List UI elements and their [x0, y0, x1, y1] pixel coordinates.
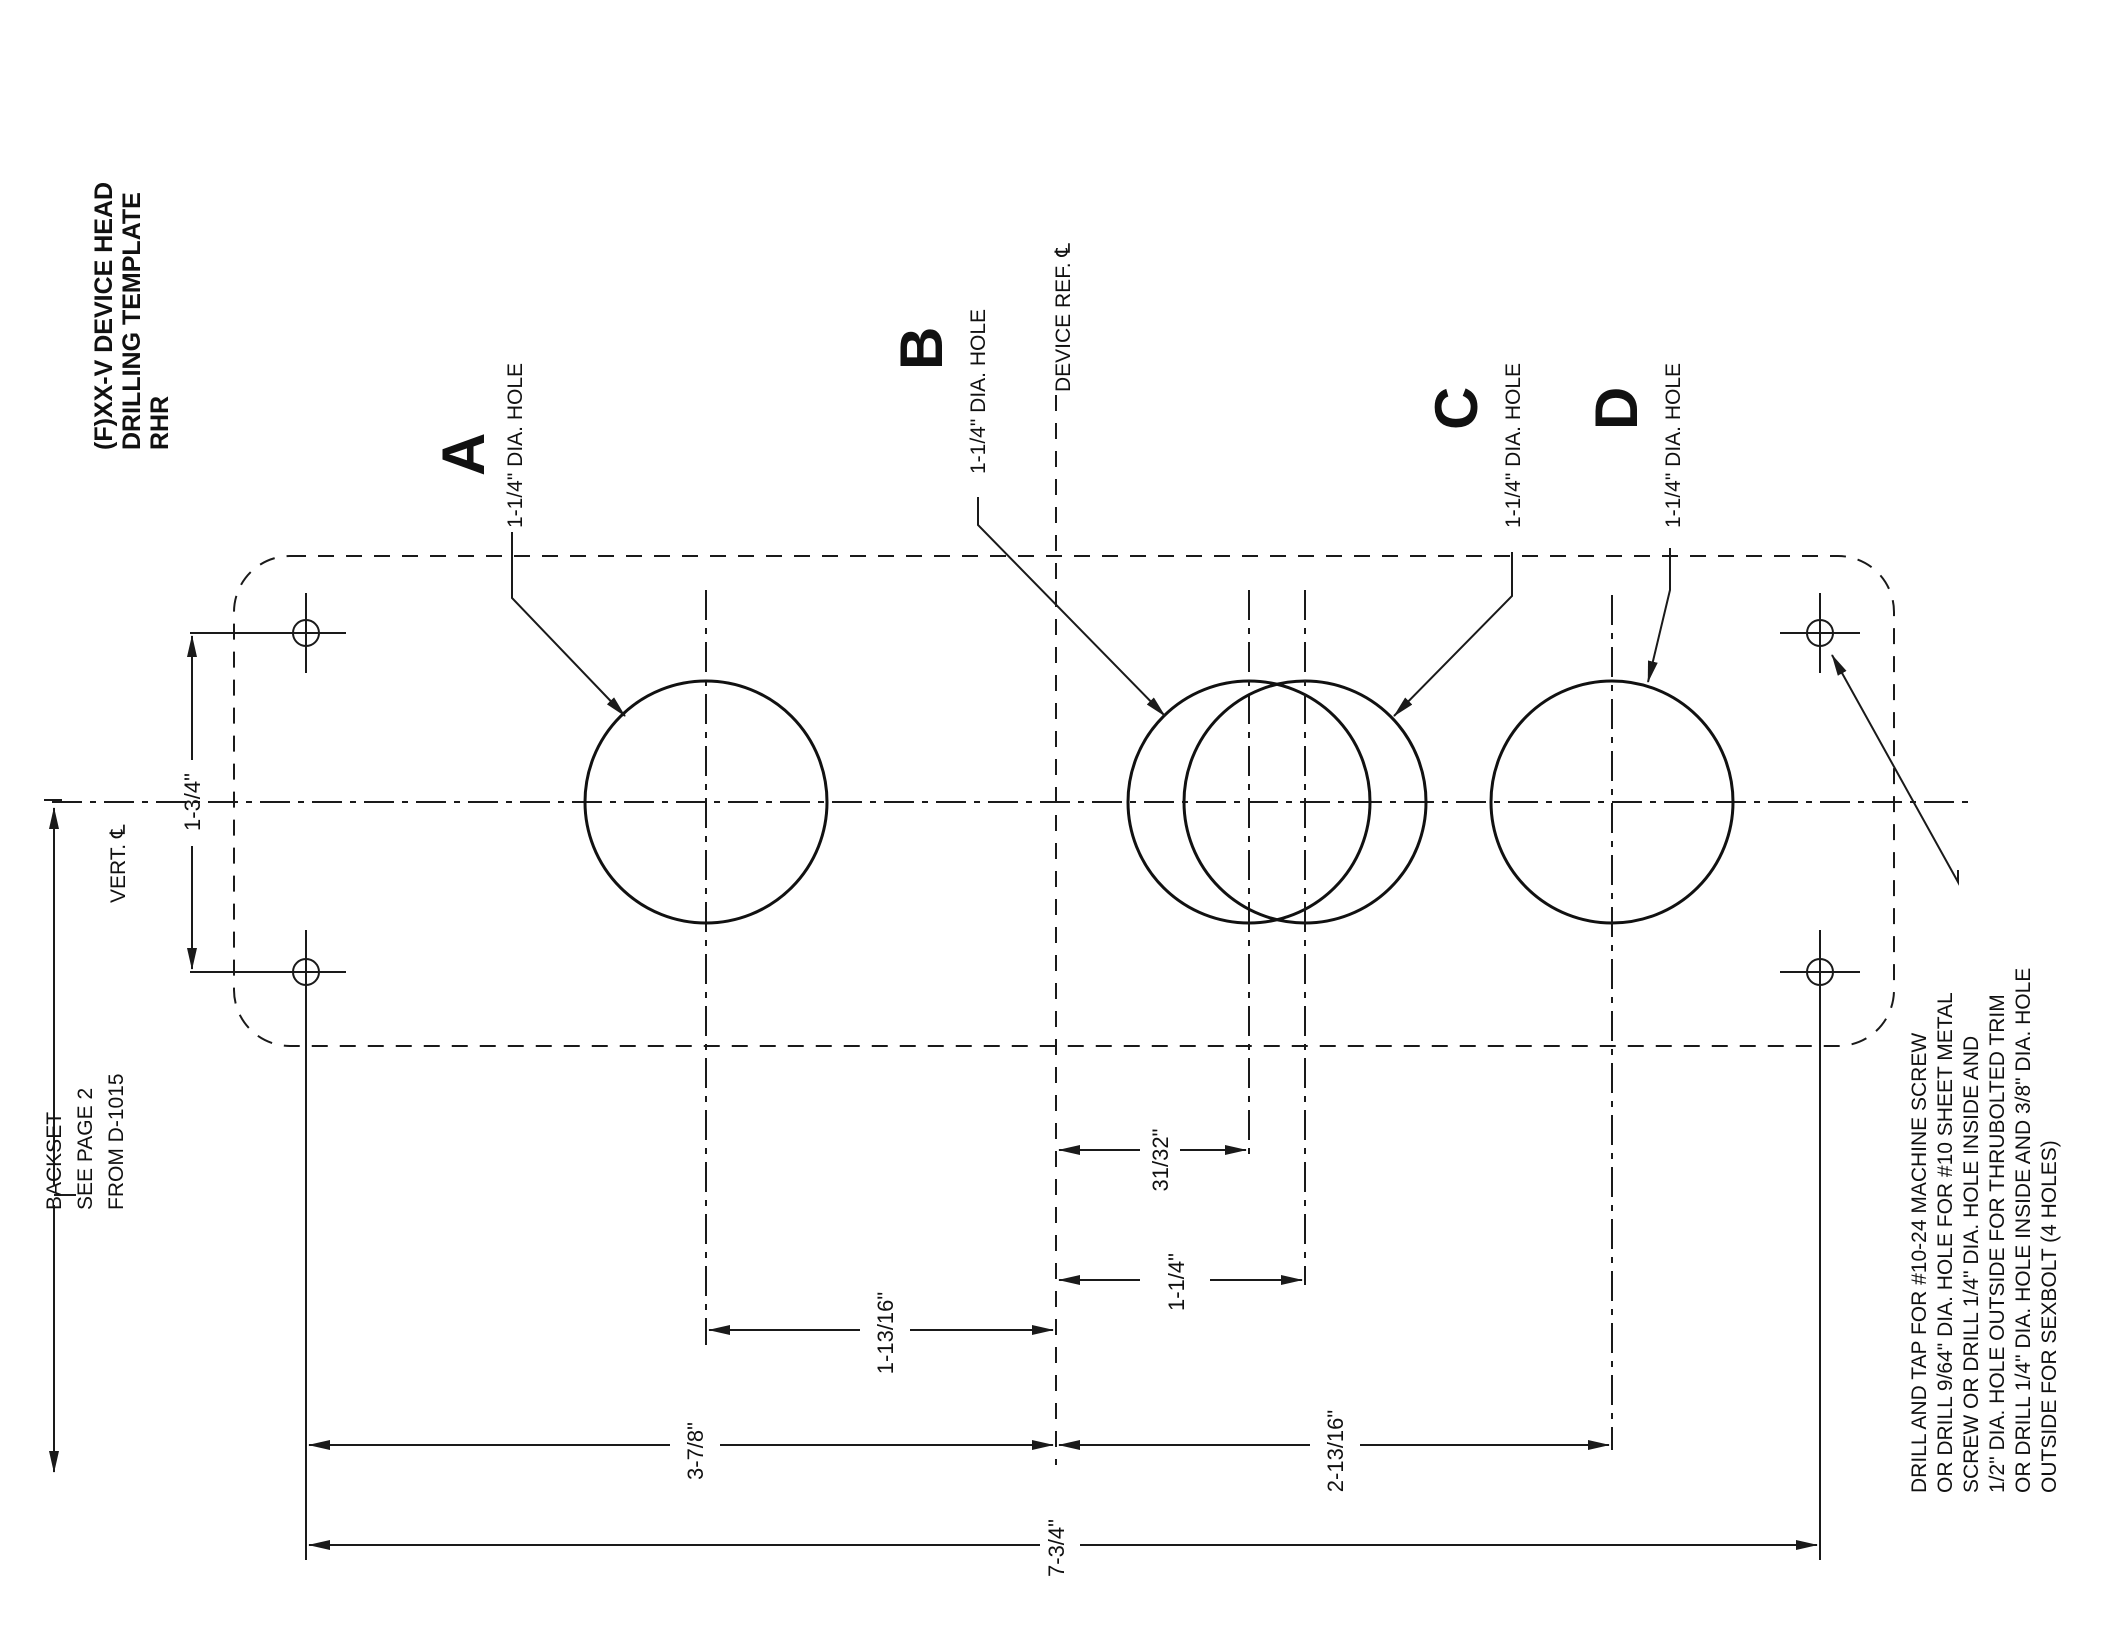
hole-a [583, 590, 829, 1345]
mounting-hole-bottom-left [266, 930, 346, 1560]
leader-c [1393, 552, 1513, 717]
dim-vertical-spacing-label: 1-3/4" [180, 773, 205, 831]
hole-c-letter: C [1423, 387, 1490, 430]
dim-total-label: 7-3/4" [1044, 1519, 1069, 1577]
dim-left-span-label: 3-7/8" [683, 1422, 708, 1480]
hole-b [1126, 590, 1372, 1155]
dim-a-offset-label: 1-13/16" [873, 1292, 898, 1374]
hole-b-letter: B [888, 327, 955, 370]
hole-a-label: 1-1/4" DIA. HOLE [504, 363, 527, 528]
leader-a [511, 532, 626, 717]
title-line-3: RHR [146, 396, 174, 450]
dim-right-span-label: 2-13/16" [1323, 1410, 1348, 1492]
hole-a-letter: A [430, 433, 497, 476]
mounting-hole-top-right [1780, 593, 1860, 673]
leader-drill-note [1831, 654, 1959, 886]
drill-note-line: DRILL AND TAP FOR #10-24 MACHINE SCREW [1908, 1033, 1931, 1493]
hole-d [1489, 595, 1735, 1450]
title-line-2: DRILLING TEMPLATE [118, 192, 146, 450]
dim-backset [44, 799, 76, 1473]
drill-note-line: OUTSIDE FOR SEXBOLT (4 HOLES) [2038, 1140, 2061, 1493]
mounting-hole-bottom-right [1780, 930, 1860, 1560]
backset-line-2: SEE PAGE 2 [74, 1088, 97, 1210]
drill-note: DRILL AND TAP FOR #10-24 MACHINE SCREW O… [1908, 968, 2061, 1493]
vert-cl-label: VERT. ℄ [107, 824, 130, 903]
hole-d-letter: D [1583, 387, 1650, 430]
drill-note-line: OR DRILL 9/64" DIA. HOLE FOR #10 SHEET M… [1934, 992, 1957, 1493]
backset-line-3: FROM D-1015 [105, 1073, 128, 1210]
device-ref-label: DEVICE REF. ℄ [1052, 243, 1075, 392]
hole-d-label: 1-1/4" DIA. HOLE [1662, 363, 1685, 528]
hole-c-label: 1-1/4" DIA. HOLE [1502, 363, 1525, 528]
dim-c-right-label: 1-1/4" [1164, 1253, 1189, 1311]
drill-note-line: 1/2" DIA. HOLE OUTSIDE FOR THRUBOLTED TR… [1986, 994, 2009, 1493]
title-line-1: (F)XX-V DEVICE HEAD [90, 182, 118, 450]
drill-note-line: OR DRILL 1/4" DIA. HOLE INSIDE AND 3/8" … [2012, 968, 2035, 1493]
leader-d [1647, 548, 1671, 683]
dim-vertical-spacing [187, 632, 290, 973]
drill-note-line: SCREW OR DRILL 1/4" DIA. HOLE INSIDE AND [1960, 1036, 1983, 1493]
hole-c [1182, 590, 1428, 1285]
backset-line-1: BACKSET [43, 1112, 66, 1210]
leader-b [977, 497, 1166, 717]
dim-c-offset-label: 31/32" [1148, 1129, 1173, 1192]
hole-b-label: 1-1/4" DIA. HOLE [967, 309, 990, 474]
